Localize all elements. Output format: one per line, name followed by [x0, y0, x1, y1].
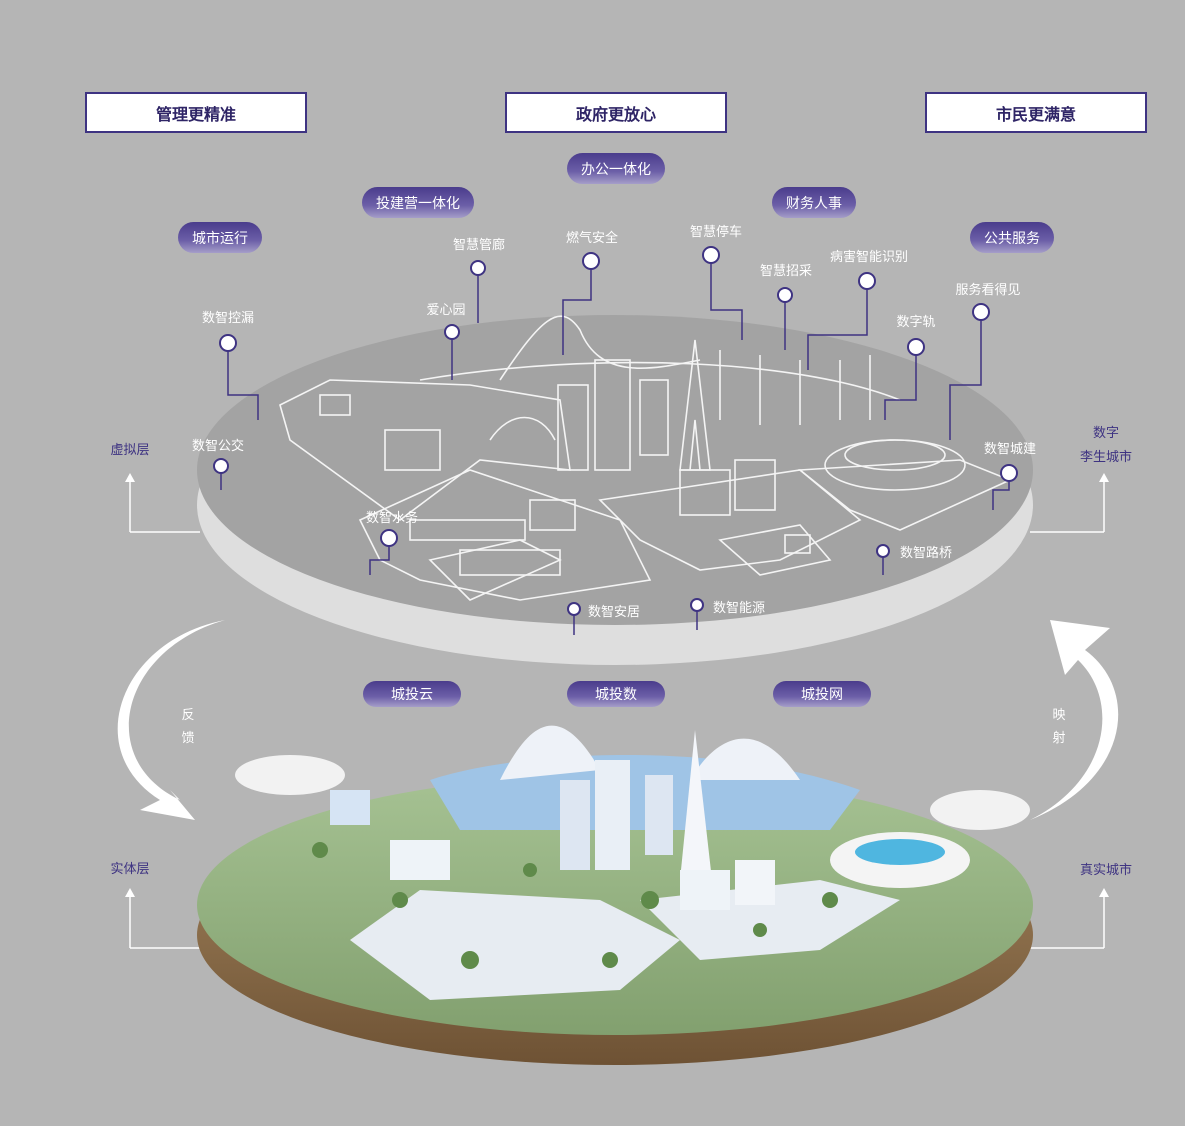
pin-label: 数字轨 [896, 315, 936, 330]
header-government: 政府更放心 [505, 92, 727, 133]
pin-label: 数智控漏 [201, 311, 255, 326]
physical-disc [197, 725, 1033, 1065]
pin-label: 服务看得见 [955, 283, 1021, 298]
digital-twin-label: 数字 李生城市 [1080, 422, 1132, 470]
feedback-char: 反 [181, 708, 195, 723]
physical-layer-label: 实体层 [110, 862, 150, 877]
pin-label: 数智路桥 [900, 546, 953, 561]
mapping-arrow [1030, 620, 1119, 820]
pill-city-data: 城投数 [567, 681, 665, 707]
pill-office-integration: 办公一体化 [567, 153, 665, 184]
mapping-char: 映 [1052, 708, 1066, 723]
pin-label: 爱心园 [426, 303, 466, 318]
virtual-disc [197, 315, 1033, 665]
pin-label: 智慧停车 [689, 225, 743, 240]
pill-invest-build-operate: 投建营一体化 [362, 187, 474, 218]
pin-label: 数智城建 [983, 442, 1037, 457]
header-citizens: 市民更满意 [925, 92, 1147, 133]
feedback-label: 反 馈 [180, 704, 196, 750]
real-city-label: 真实城市 [1079, 863, 1133, 878]
digital-twin-line1: 数字 [1092, 426, 1120, 441]
side-connectors [129, 480, 1105, 949]
mapping-char: 射 [1052, 731, 1066, 746]
pin-label: 数智安居 [588, 605, 641, 620]
pin-markers [213, 246, 1018, 616]
pin-lines [220, 255, 1010, 635]
pin-label: 数智公交 [191, 439, 245, 454]
feedback-char: 馈 [181, 731, 195, 746]
pin-label: 燃气安全 [565, 231, 619, 246]
pin-label: 智慧管廊 [452, 238, 506, 253]
pin-label: 智慧招采 [759, 264, 813, 279]
digital-twin-line2: 李生城市 [1079, 450, 1133, 465]
pin-label: 数智水务 [365, 511, 419, 526]
pill-city-network: 城投网 [773, 681, 871, 707]
pill-finance-hr: 财务人事 [772, 187, 856, 218]
virtual-layer-label: 虚拟层 [110, 443, 150, 458]
pin-label: 数智能源 [713, 601, 766, 616]
mapping-label: 映 射 [1051, 704, 1067, 750]
pill-public-service: 公共服务 [970, 222, 1054, 253]
wireframe-city [279, 315, 1013, 601]
pill-city-operation: 城市运行 [178, 222, 262, 253]
feedback-arrow [117, 620, 225, 820]
pill-city-cloud: 城投云 [363, 681, 461, 707]
pin-label: 病害智能识别 [829, 250, 909, 265]
header-management: 管理更精准 [85, 92, 307, 133]
